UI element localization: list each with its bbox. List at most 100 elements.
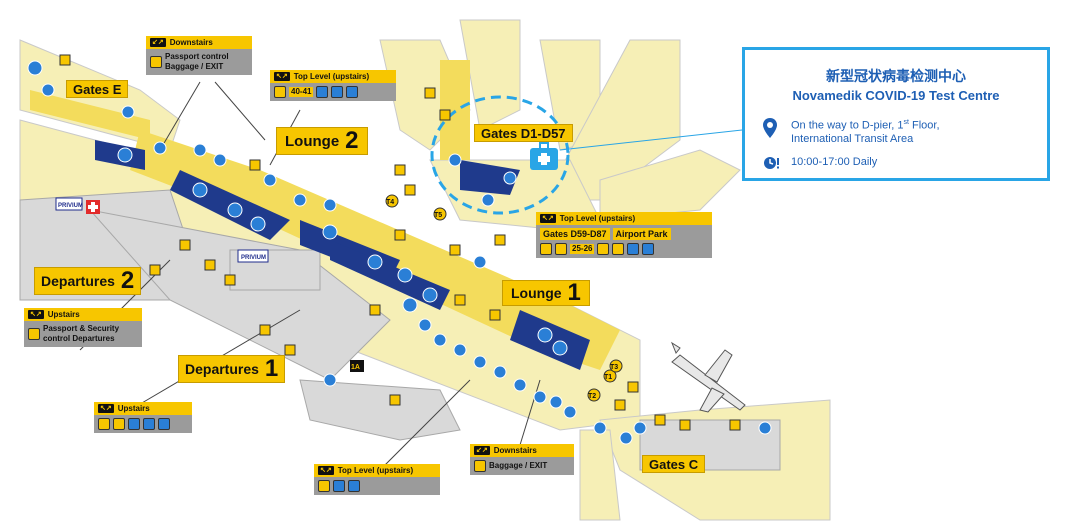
gates-c-text: Gates C	[649, 456, 699, 472]
atm-icon	[612, 243, 625, 255]
callout-head: ↙↗ Downstairs	[470, 444, 574, 457]
toilet-icon	[128, 418, 140, 430]
location-line-2: International Transit Area	[791, 132, 914, 145]
privium-label-2: PRIVIUM	[241, 255, 266, 261]
arrow-up-icon: ↖↗	[540, 214, 556, 223]
test-centre-hours: 10:00-17:00 Daily	[791, 156, 878, 168]
test-centre-title-en: Novamedik COVID-19 Test Centre	[792, 88, 1000, 103]
callout-body	[314, 477, 440, 495]
callout-line: Passport & Security	[43, 324, 120, 333]
departures-1-text: Departures	[185, 361, 259, 377]
gates-c-label: Gates C	[642, 455, 706, 473]
lounge-2-label: Lounge 2	[276, 127, 368, 155]
departures-2-text: Departures	[41, 273, 115, 289]
arrow-up-icon: ↖↗	[318, 466, 334, 475]
callout-body: Gates D59-D87 Airport Park 25-26	[536, 225, 712, 258]
arrow-up-icon: ↖↗	[28, 310, 44, 319]
test-centre-info-box: 新型冠状病毒检测中心 Novamedik COVID-19 Test Centr…	[742, 47, 1050, 181]
airport-park-tag: Airport Park	[612, 228, 671, 240]
marker-t4: T4	[386, 199, 394, 206]
gate-icon	[158, 418, 170, 430]
restaurant-icon	[627, 243, 640, 255]
marker-t5: T5	[434, 212, 442, 219]
toilet-icon	[346, 86, 359, 98]
departures-1-label: Departures 1	[178, 355, 286, 383]
test-centre-title-cn: 新型冠状病毒检测中心	[826, 69, 966, 85]
gates-d1-d57-label: Gates D1-D57	[474, 124, 573, 142]
departures-2-num: 2	[120, 267, 135, 294]
location-prefix: On the way to D-pier, 1	[791, 119, 904, 132]
arrow-up-icon: ↖↗	[98, 404, 114, 413]
callout-head: ↖↗ Upstairs	[24, 308, 142, 321]
callout-line: Baggage / EXIT	[489, 461, 548, 470]
location-pin-icon	[763, 118, 777, 138]
gate-range-badge: 25-26	[570, 244, 595, 254]
callout-title: Top Level (upstairs)	[337, 466, 414, 475]
leader-line	[559, 129, 743, 151]
callout-downstairs-passport: ↙↗ Downstairs Passport control Baggage /…	[146, 36, 252, 75]
callout-head: ↖↗ Upstairs	[94, 402, 192, 415]
passport-icon	[28, 328, 40, 340]
restaurant-icon	[331, 86, 344, 98]
escalator-icon	[555, 243, 567, 255]
departures-1-num: 1	[264, 355, 279, 382]
callout-title: Downstairs	[169, 38, 213, 47]
airplane-icon	[670, 341, 746, 413]
gates-e-text: Gates E	[73, 81, 122, 97]
callout-top-level-2: ↖↗ Top Level (upstairs)	[314, 464, 440, 495]
toilet-icon	[333, 480, 345, 492]
callout-upstairs-passport-security: ↖↗ Upstairs Passport & Security control …	[24, 308, 142, 347]
arrow-down-icon: ↙↗	[150, 38, 166, 47]
callout-head: ↖↗ Top Level (upstairs)	[314, 464, 440, 477]
callout-body: Passport control Baggage / EXIT	[146, 49, 252, 75]
callout-line: Passport control	[165, 52, 229, 61]
location-sup: st	[903, 119, 909, 126]
callout-title: Downstairs	[493, 446, 537, 455]
test-centre-highlight	[430, 95, 570, 215]
callout-top-level-1: ↖↗ Top Level (upstairs) 40-41	[270, 70, 396, 101]
callout-title: Top Level (upstairs)	[559, 214, 636, 223]
gate-icon	[348, 480, 360, 492]
privium-label: PRIVIUM	[58, 203, 83, 209]
gate-icon	[143, 418, 155, 430]
location-suffix: Floor,	[908, 119, 940, 132]
first-aid-icon	[86, 200, 100, 214]
lounge-2-num: 2	[345, 127, 359, 154]
monitor-icon	[316, 86, 329, 98]
shop-icon	[540, 243, 552, 255]
marker-t1: T1	[604, 374, 612, 381]
clock-icon	[764, 157, 779, 169]
lounge-1-num: 1	[567, 279, 581, 306]
callout-head: ↙↗ Downstairs	[146, 36, 252, 49]
lounge-2-text: Lounge	[285, 132, 340, 150]
callout-body: Passport & Security control Departures	[24, 321, 142, 347]
callout-head: ↖↗ Top Level (upstairs)	[270, 70, 396, 83]
callout-title: Top Level (upstairs)	[293, 72, 370, 81]
lounge-1-label: Lounge 1	[502, 279, 590, 306]
callout-head: ↖↗ Top Level (upstairs)	[536, 212, 712, 225]
escalator-icon	[113, 418, 125, 430]
marker-1a: 1A	[351, 364, 360, 371]
marker-t3: T3	[610, 364, 618, 371]
callout-line: control Departures	[43, 334, 115, 343]
test-centre-location: On the way to D-pier, 1st Floor, Interna…	[791, 116, 940, 146]
toilet-icon	[642, 243, 655, 255]
gates-d59-d87-tag: Gates D59-D87	[540, 228, 610, 240]
callout-top-level-d-pier: ↖↗ Top Level (upstairs) Gates D59-D87 Ai…	[536, 212, 712, 258]
passport-icon	[150, 56, 162, 68]
callout-title: Upstairs	[47, 310, 80, 319]
departures-2-label: Departures 2	[34, 267, 142, 295]
arrow-down-icon: ↙↗	[474, 446, 490, 455]
privium-sign	[55, 197, 269, 263]
callout-line: Baggage / EXIT	[165, 62, 224, 71]
location-line-1: On the way to D-pier, 1st Floor,	[791, 116, 940, 133]
marker-t2: T2	[588, 393, 596, 400]
lounge-1-text: Lounge	[511, 285, 562, 301]
shop-icon	[98, 418, 110, 430]
gate-range-badge: 40-41	[289, 87, 314, 97]
baggage-icon	[474, 460, 486, 472]
callout-title: Upstairs	[117, 404, 150, 413]
arrow-up-icon: ↖↗	[274, 72, 290, 81]
medical-kit-icon[interactable]	[530, 142, 558, 170]
